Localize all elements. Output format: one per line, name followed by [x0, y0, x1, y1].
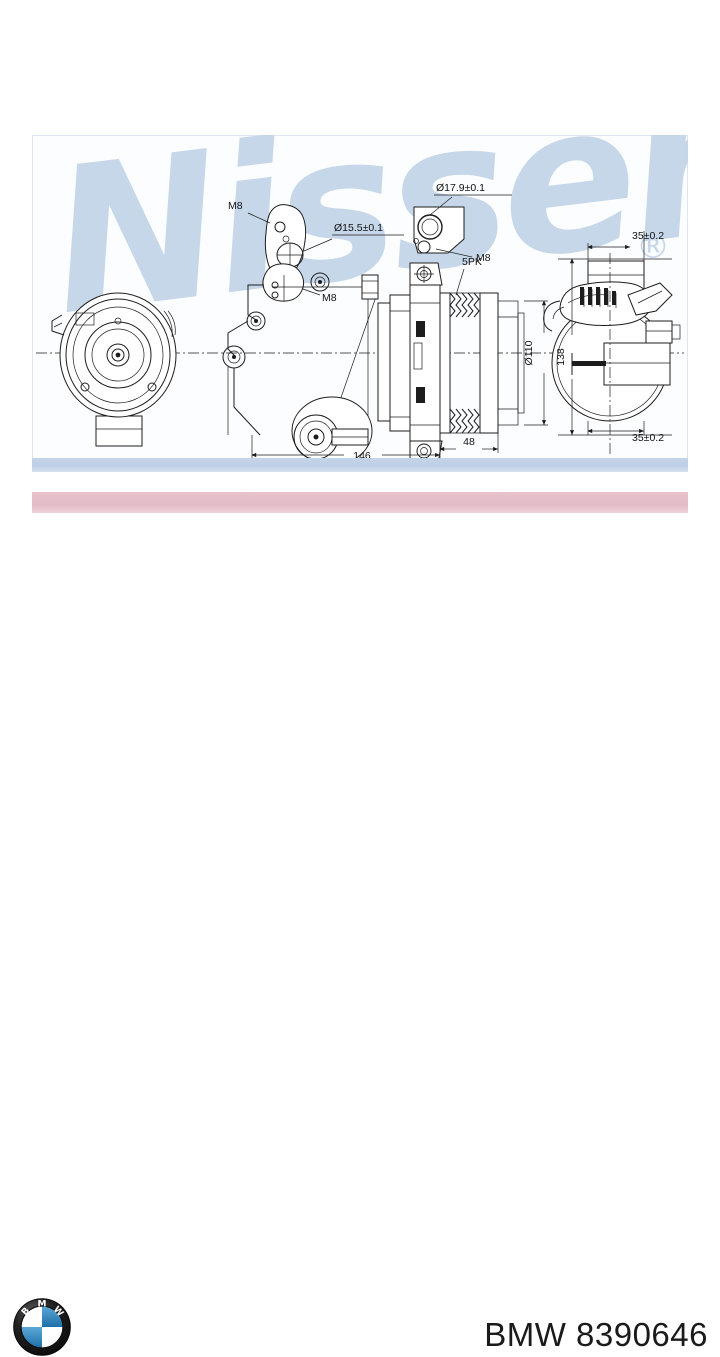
callout-m8-right: M8	[476, 252, 491, 264]
accent-band-blue	[32, 458, 688, 472]
callout-5pk: 5PK	[462, 256, 482, 268]
pulley-5pk-grooves	[449, 292, 480, 434]
compressor-blueprint: .ln{fill:none;stroke:#1d1d1d;stroke-widt…	[36, 182, 684, 465]
footer: B M W BMW 8390646	[0, 640, 720, 1356]
accent-band-pink	[32, 492, 688, 513]
callout-length-48: 48	[463, 436, 475, 448]
callout-dia-15-5: Ø15.5±0.1	[334, 222, 383, 234]
callout-offset-35-top: 35±0.2	[632, 230, 664, 242]
view-side-section	[222, 262, 525, 464]
callout-height-138: 138	[555, 348, 567, 366]
view-front-end	[51, 292, 177, 447]
technical-drawing-frame: Nissens ® .ln{fill:none;stroke:#1d1d1d;s…	[32, 135, 688, 465]
callout-offset-35-bot: 35±0.2	[632, 432, 664, 444]
callout-dia-110: Ø110	[523, 340, 535, 365]
part-number-label: BMW 8390646	[484, 1316, 708, 1353]
dimension-annotations: M8 Ø15.5±0.1 M8 Ø17.9±0.1 M8 5PK Ø110	[228, 182, 672, 465]
callout-m8-upper-left: M8	[228, 200, 243, 212]
callout-dia-17-9: Ø17.9±0.1	[436, 182, 485, 194]
callout-m8-lower-left: M8	[322, 292, 337, 304]
product-image-page: Nissens ® .ln{fill:none;stroke:#1d1d1d;s…	[0, 135, 720, 1356]
bmw-roundel-logo: B M W	[13, 1298, 71, 1356]
svg-text:M: M	[38, 1300, 47, 1310]
view-rear-end	[543, 253, 681, 457]
detail-bracket-right	[413, 196, 473, 258]
